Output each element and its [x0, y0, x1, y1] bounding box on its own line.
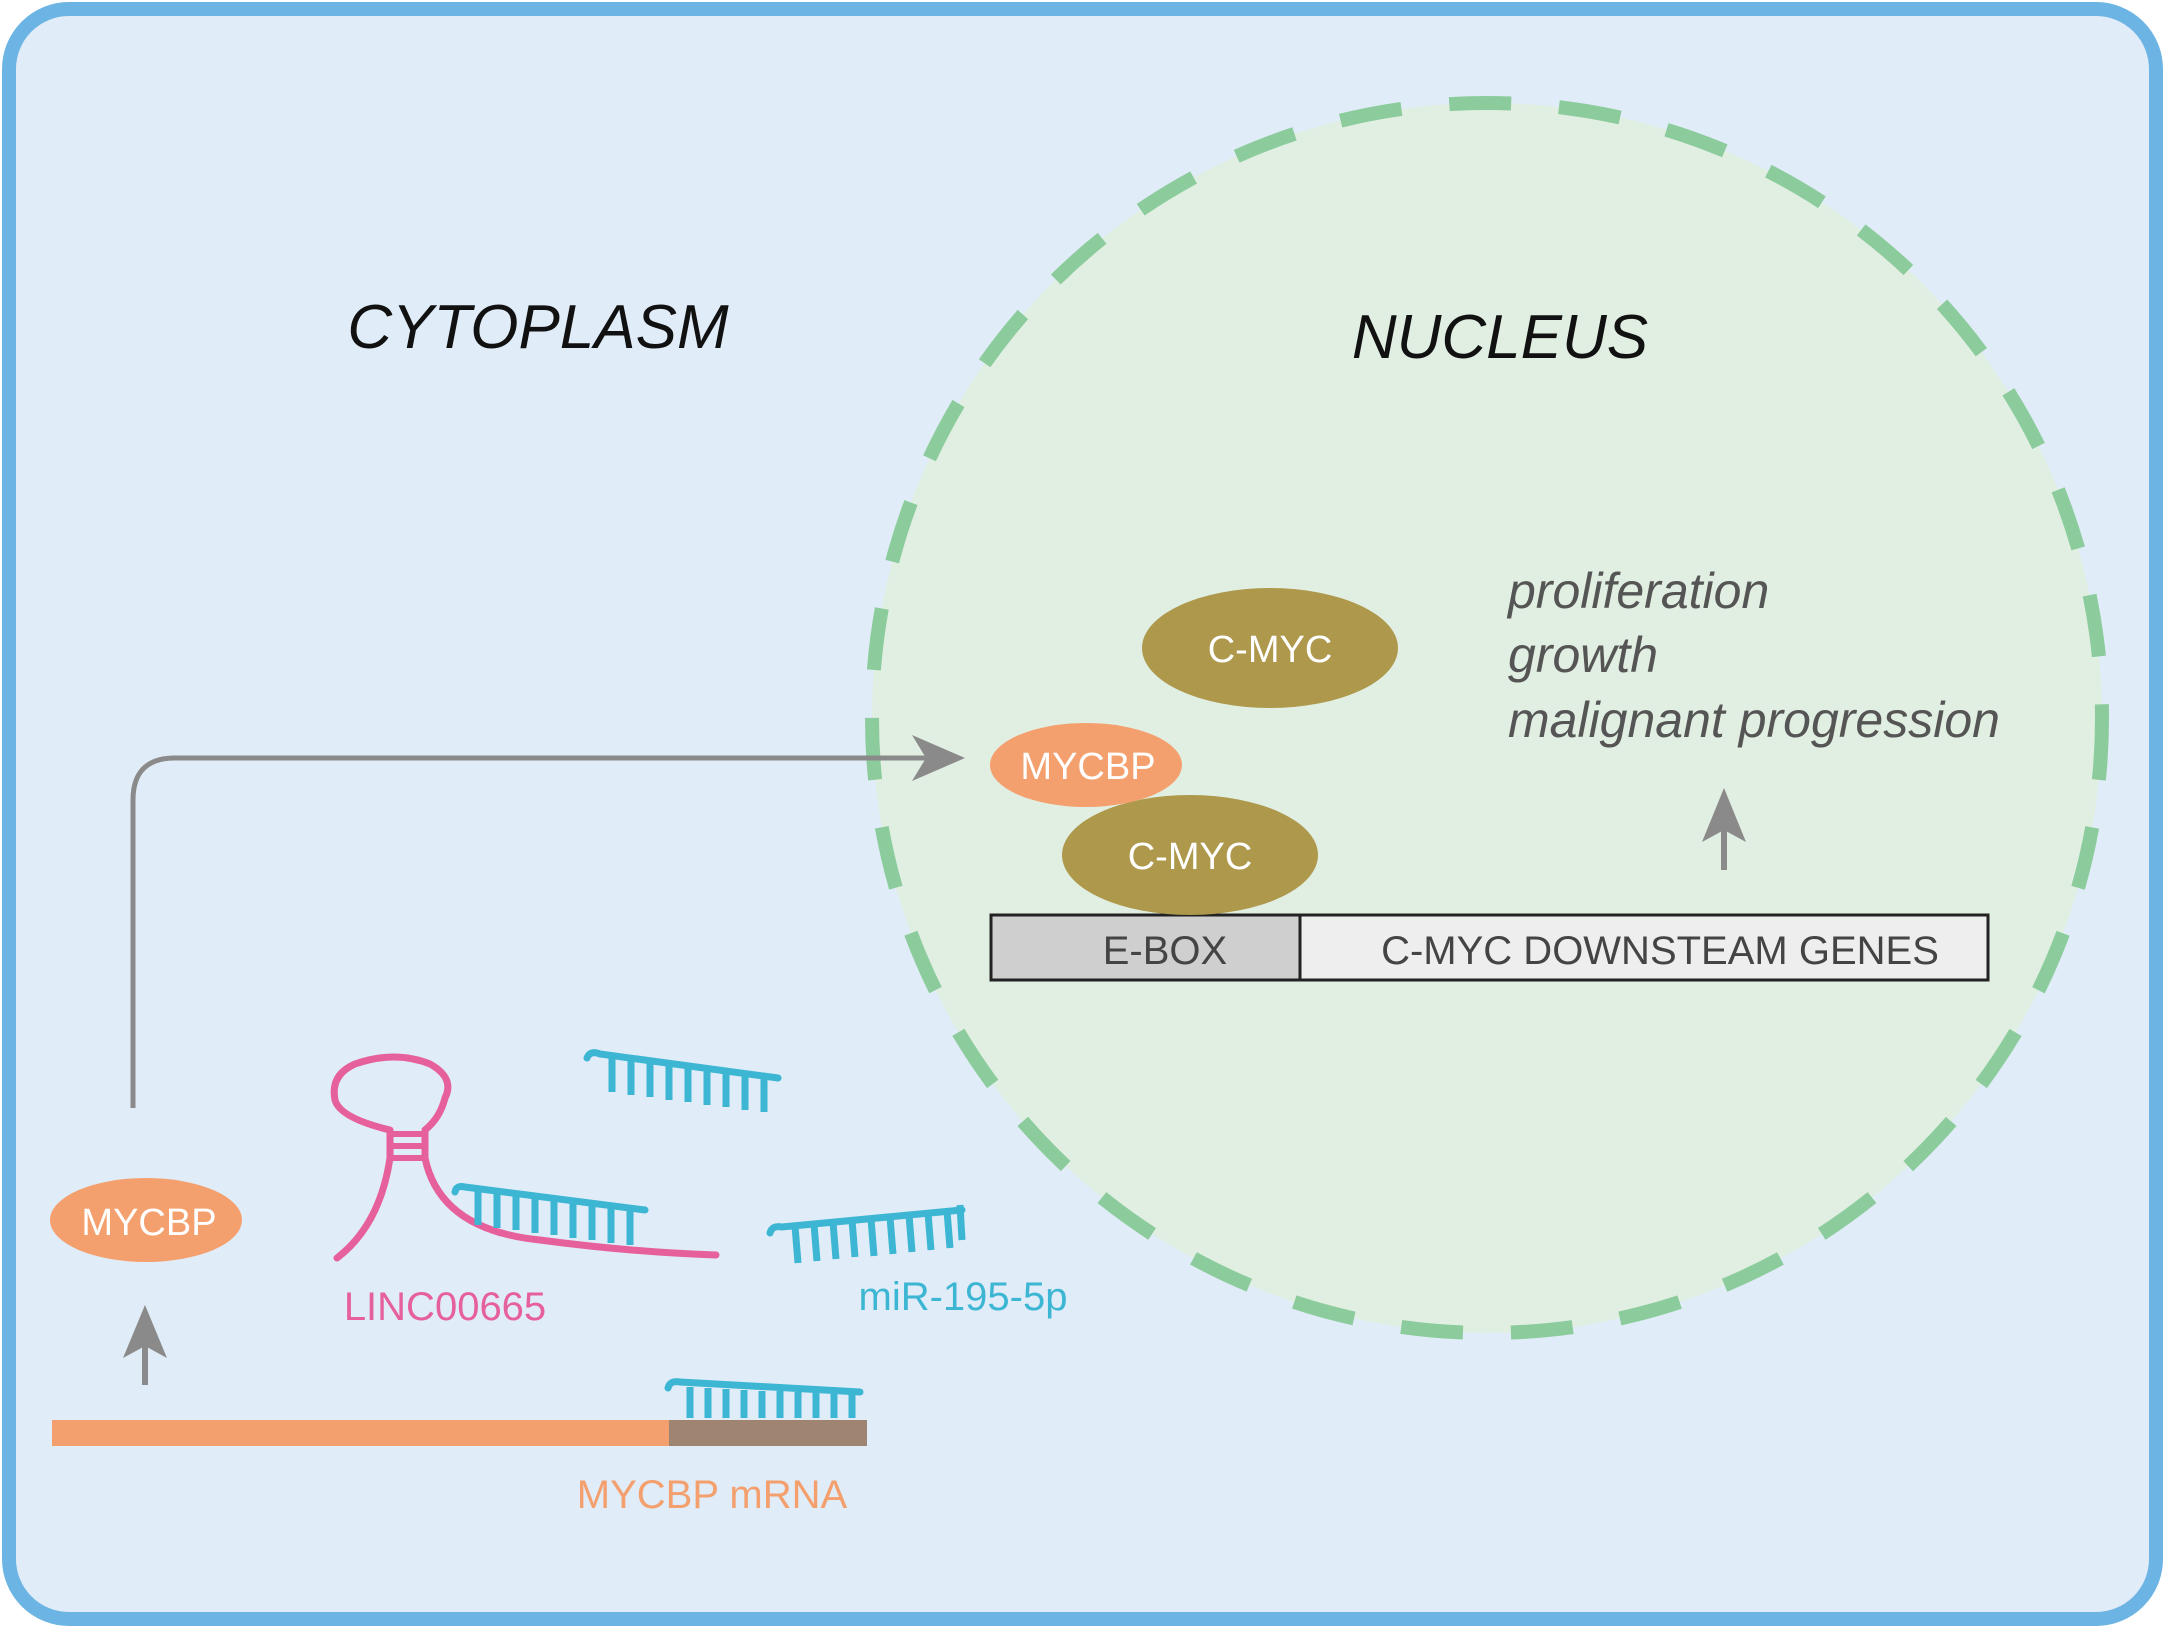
nucleus-label: NUCLEUS: [1352, 303, 1648, 372]
upregulation-arrow-nucleus-head: [1702, 788, 1746, 842]
mycbp-mrna-3utr: [669, 1420, 867, 1446]
mycbp-protein-nucleus: [990, 723, 1182, 807]
mycbp-nucleus-label: MYCBP: [1020, 746, 1155, 788]
outcome-malignant-progression: malignant progression: [1508, 692, 2000, 748]
cmyc-protein-bottom: [1062, 795, 1318, 915]
mycbp-mrna-label: MYCBP mRNA: [577, 1473, 848, 1517]
downstream-genes-segment: [1298, 913, 1990, 982]
outcome-proliferation: proliferation: [1506, 563, 1769, 619]
mirna-label: miR-195-5p: [859, 1275, 1068, 1319]
linc00665-lncrna: [330, 1053, 720, 1262]
outcome-growth: growth: [1508, 627, 1658, 683]
cmyc-bottom-label: C-MYC: [1128, 836, 1253, 878]
cmyc-protein-top: [1142, 588, 1398, 708]
ebox-label: E-BOX: [1103, 929, 1227, 973]
cytoplasm-label: CYTOPLASM: [347, 293, 729, 362]
linc00665-label: LINC00665: [344, 1285, 546, 1329]
transport-arrow: [130, 755, 955, 1108]
mirna-bound-to-lncrna: [451, 1183, 649, 1245]
mycbp-mrna-coding: [52, 1420, 669, 1446]
translation-arrow-head: [123, 1305, 167, 1358]
downstream-genes-label: C-MYC DOWNSTEAM GENES: [1381, 929, 1939, 973]
cmyc-top-label: C-MYC: [1208, 629, 1333, 671]
transport-arrow-head: [912, 735, 965, 781]
mycbp-cytoplasm-label: MYCBP: [81, 1202, 216, 1244]
mirna-free-top: [583, 1049, 782, 1112]
mycbp-protein-cytoplasm: [50, 1178, 242, 1262]
mirna-bound-to-mrna: [664, 1378, 864, 1418]
mirna-free-right: [766, 1204, 966, 1264]
nucleus-envelope: [865, 96, 2109, 1340]
